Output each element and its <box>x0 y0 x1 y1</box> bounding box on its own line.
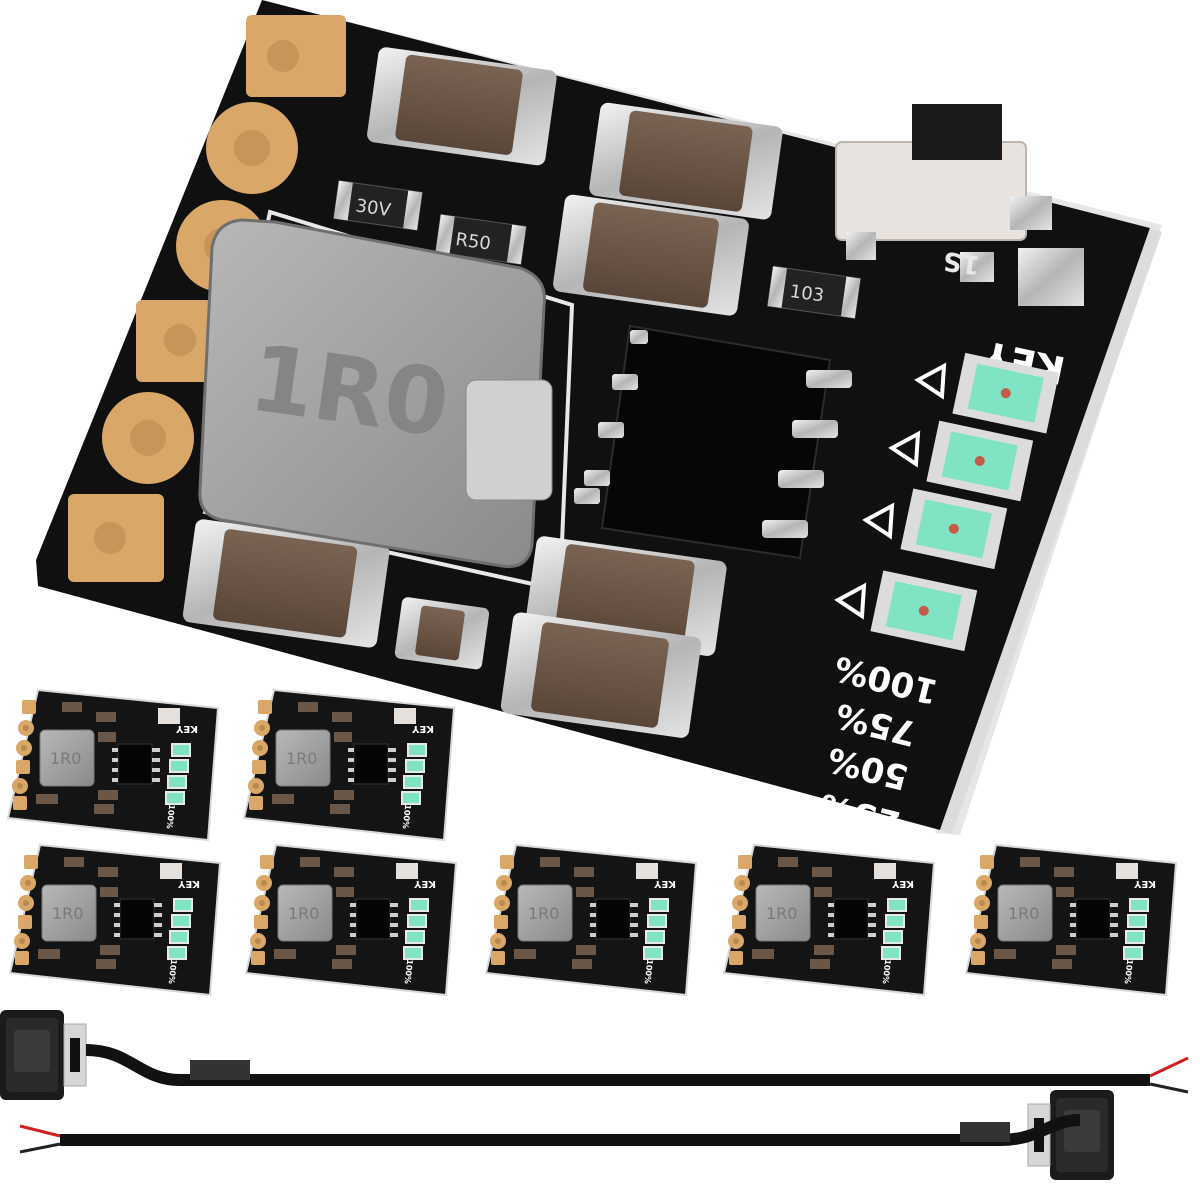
thumb-board-3 <box>9 844 221 996</box>
slide-switch: 1S <box>835 104 1084 306</box>
capacitors <box>182 47 783 738</box>
ic-chip <box>574 324 852 560</box>
thumb-board-7 <box>965 844 1177 996</box>
led-indicators <box>834 352 1060 652</box>
capacitor-marking-30v: 30V <box>354 195 392 221</box>
usb-cables <box>0 1009 1189 1181</box>
main-board: 30V R50 103 1R0 <box>36 0 1162 843</box>
thumb-board-6 <box>723 844 935 996</box>
resistor-marking-r50: R50 <box>454 229 492 255</box>
resistors: 30V R50 103 <box>333 180 861 319</box>
thumb-board-2 <box>243 689 455 841</box>
usb-connector-left <box>0 1009 87 1101</box>
switch-marking: 1S <box>941 245 982 280</box>
thumb-board-5 <box>485 844 697 996</box>
thumb-board-1 <box>7 689 219 841</box>
inductor: 1R0 <box>198 218 553 569</box>
thumb-board-4 <box>245 844 457 996</box>
resistor-marking-103: 103 <box>788 281 825 307</box>
